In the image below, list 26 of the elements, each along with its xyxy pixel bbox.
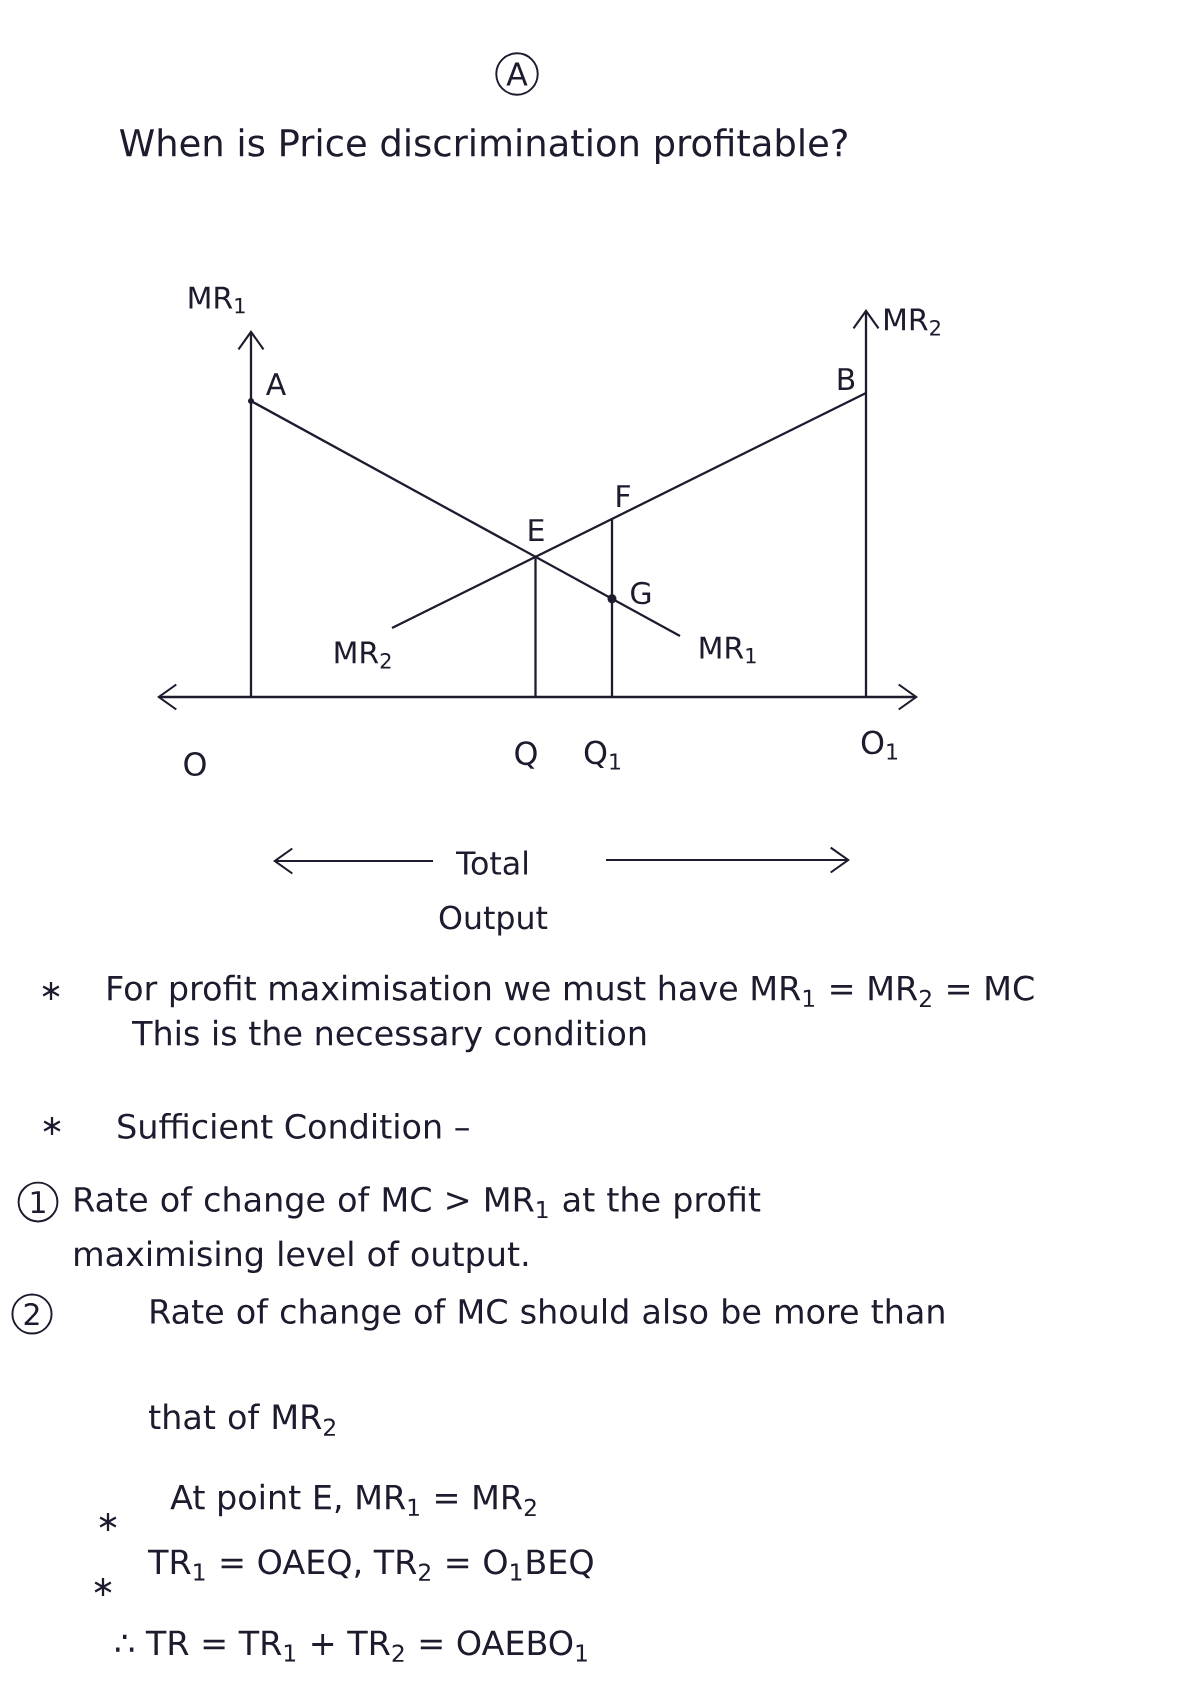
origin-label: O$_{1}$ (861, 730, 897, 760)
note-text: At point E, MR$_{1}$ = MR$_{2}$ (170, 1483, 536, 1517)
curve-label: MR$_{1}$ (700, 636, 756, 664)
title-text: When is Price discrimination profitable? (119, 128, 847, 164)
point-label: E (529, 519, 544, 541)
note-text: ∴ TR = TR$_{1}$ + TR$_{2}$ = OAEBO$_{1}$ (116, 1630, 587, 1662)
point-label: F (617, 485, 630, 507)
quantity-label: Q$_{1}$ (584, 740, 620, 770)
note-text: Sufficient Condition – (118, 1113, 469, 1139)
axis-label: MR$_{1}$ (189, 286, 245, 314)
circled-letter: A (495, 52, 539, 96)
axis-label: MR$_{2}$ (885, 308, 940, 336)
note-text: TR$_{1}$ = OAEQ, TR$_{2}$ = O$_{1}$BEQ (148, 1549, 593, 1581)
curve-label: MR$_{2}$ (335, 641, 391, 669)
note-text: For profit maximisation we must have MR$_{1}$ = MR$_{2}$ = MC (108, 974, 1034, 1008)
note-text: This is the necessary condition (132, 1019, 646, 1053)
axis-caption: Total Output (439, 850, 548, 936)
point-label: A (266, 373, 286, 395)
note-text: Rate of change of MC > MR$_{1}$ at the profit maximising level of output. (75, 1186, 761, 1273)
point-label: G (631, 581, 651, 605)
origin-label: O (184, 752, 206, 776)
point-label: B (838, 368, 855, 390)
circled-number: 2 (11, 1293, 53, 1335)
quantity-label: Q (515, 741, 537, 769)
circled-number: 1 (17, 1181, 59, 1223)
note-text: Rate of change of MC should also be more than that of MR$_{2}$ (149, 1298, 944, 1436)
